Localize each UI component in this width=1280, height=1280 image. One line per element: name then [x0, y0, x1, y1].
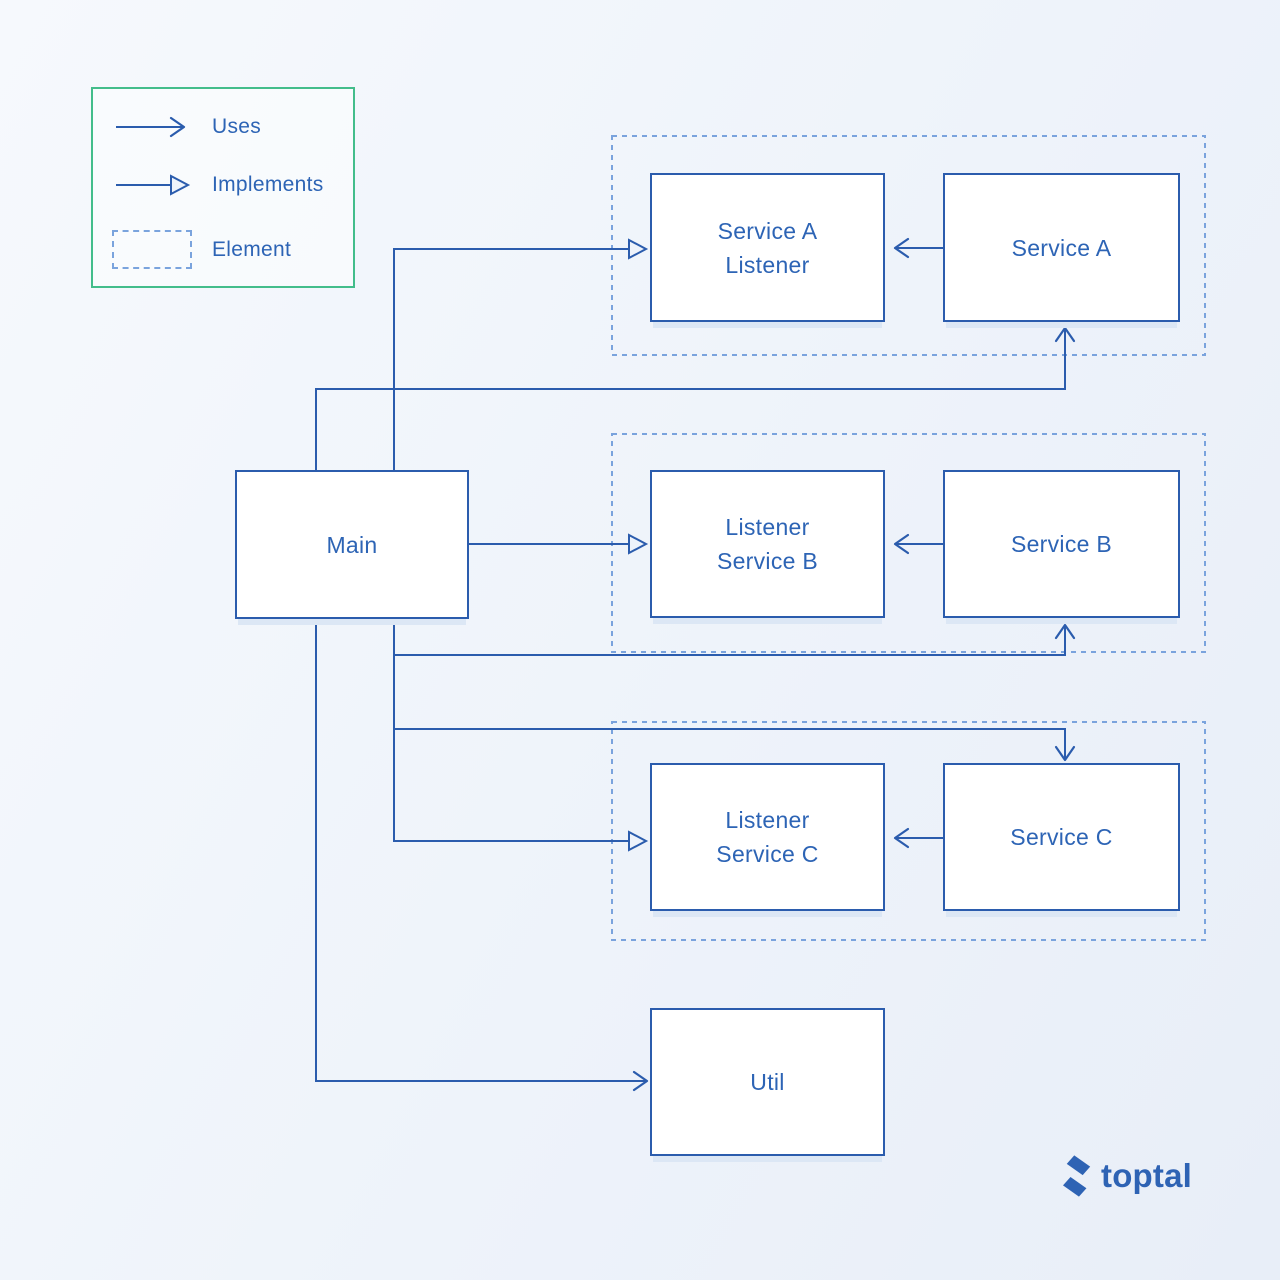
legend-label-element: Element: [212, 237, 292, 261]
node-main: Main: [235, 470, 469, 619]
edge-main-uses-service-a: [315, 326, 1076, 470]
group-service-a-element: [611, 135, 1206, 356]
node-listener-service-c-label: Listener Service C: [716, 807, 819, 867]
legend-row-element: Element: [112, 230, 291, 269]
node-service-a-listener: Service A Listener: [650, 173, 885, 322]
group-service-c-element: [611, 721, 1206, 941]
node-listener-service-c: Listener Service C: [650, 763, 885, 911]
node-service-a-label: Service A: [1011, 234, 1112, 261]
node-listener-service-b-label: Listener Service B: [716, 514, 819, 574]
node-main-label: Main: [326, 531, 378, 558]
node-service-a-listener-label: Service A Listener: [717, 217, 818, 278]
implements-arrow-icon: [116, 174, 191, 196]
legend-label-uses: Uses: [212, 115, 262, 138]
toptal-mark-icon: [1063, 1155, 1091, 1197]
node-listener-service-b: Listener Service B: [650, 470, 885, 618]
legend: Uses Implements Element: [91, 87, 355, 288]
edge-main-uses-util: [315, 619, 649, 1092]
legend-label-implements: Implements: [212, 173, 324, 196]
node-service-c-label: Service C: [1010, 824, 1113, 850]
element-box-icon: [112, 230, 192, 269]
node-service-c: Service C: [943, 763, 1180, 911]
edge-main-uses-service-c: [393, 619, 1076, 762]
toptal-logo: toptal: [1063, 1153, 1192, 1199]
node-util: Util: [650, 1008, 885, 1156]
edge-main-implements-service-a-listener: [393, 238, 649, 470]
edge-main-implements-listener-service-c: [393, 619, 649, 852]
node-service-b: Service B: [943, 470, 1180, 618]
edge-main-uses-service-b: [393, 619, 1076, 656]
node-service-b-label: Service B: [1010, 531, 1113, 557]
legend-row-implements: Implements: [112, 170, 324, 200]
node-service-a: Service A: [943, 173, 1180, 322]
toptal-logo-text: toptal: [1101, 1157, 1193, 1194]
legend-row-uses: Uses: [112, 112, 261, 142]
node-util-label: Util: [750, 1069, 785, 1095]
uses-arrow-icon: [116, 116, 186, 138]
